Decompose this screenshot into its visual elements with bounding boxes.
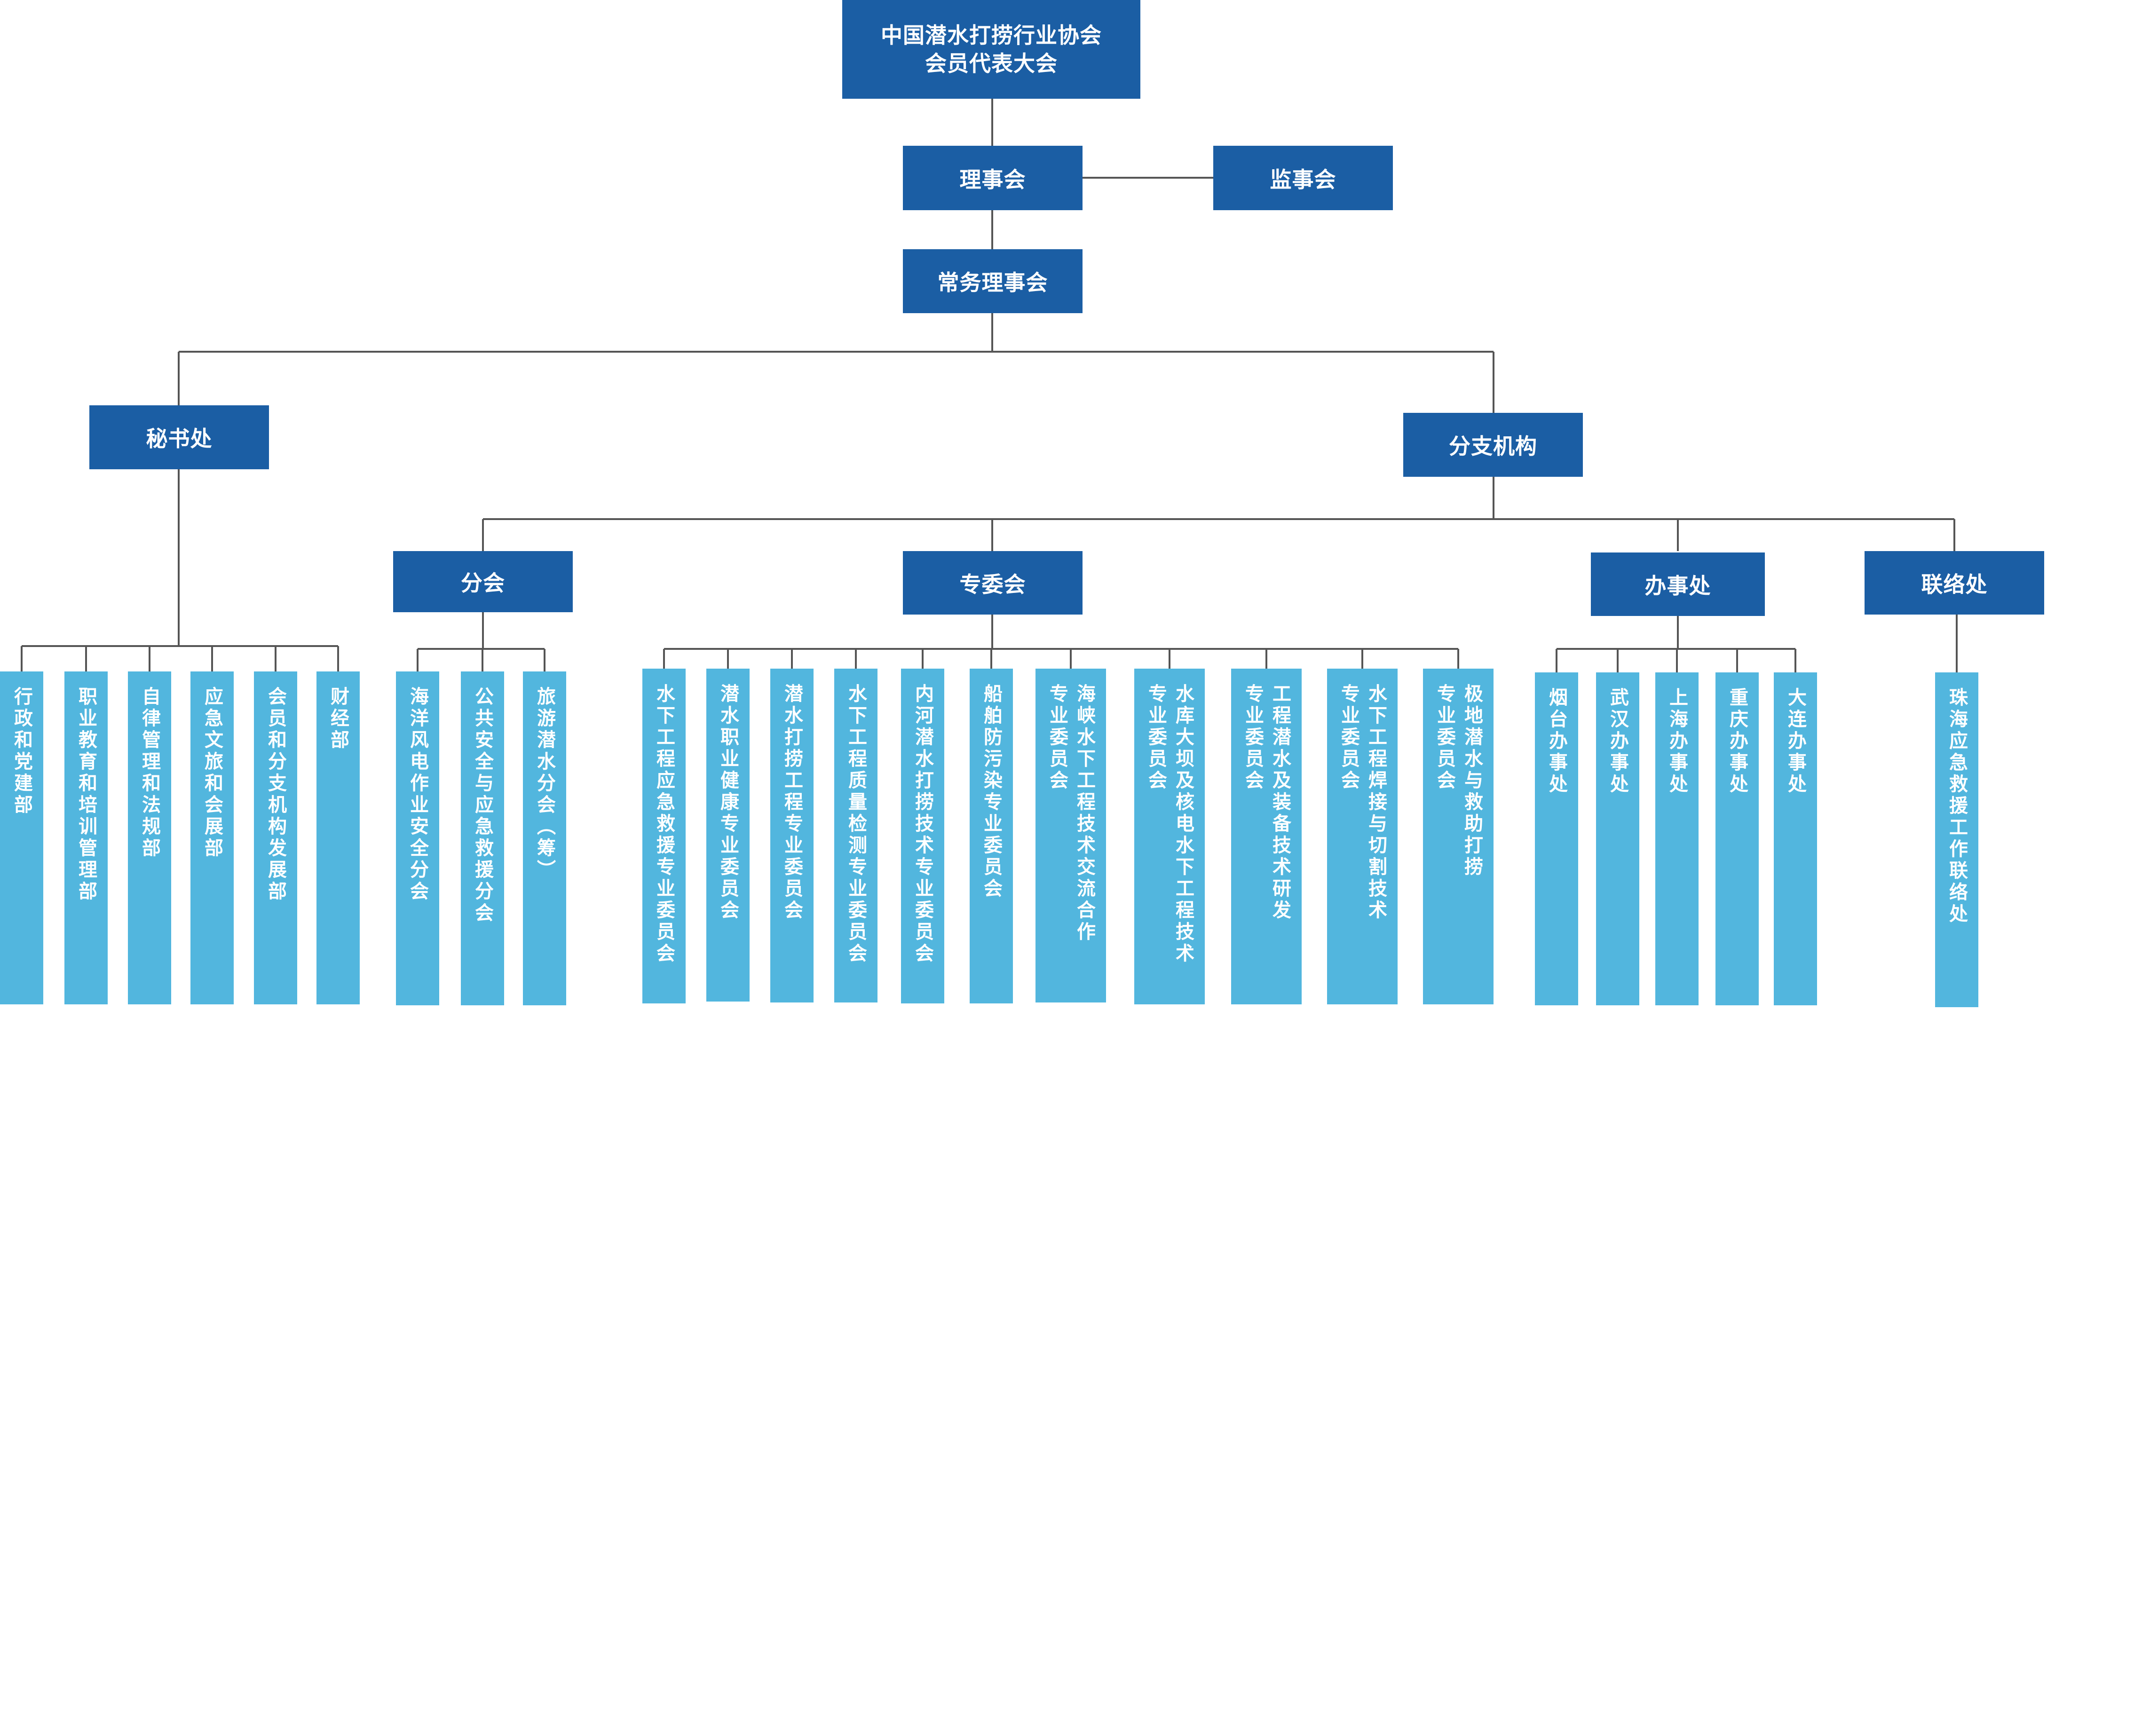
department-box-label: 会员和分支机构发展部 <box>265 687 286 903</box>
committee-box: 内河潜水打捞技术专业委员会 <box>901 669 944 1003</box>
committee-box-label: 水下工程焊接与切割技术 <box>1365 684 1387 922</box>
general-assembly-line2: 会员代表大会 <box>925 51 1058 76</box>
committee-box: 潜水职业健康专业委员会 <box>706 669 750 1002</box>
committee-box: 工程潜水及装备技术研发专业委员会 <box>1231 669 1302 1004</box>
committee-box-label: 工程潜水及装备技术研发 <box>1269 684 1291 922</box>
standing-council-box: 常务理事会 <box>903 249 1083 313</box>
sub-branch-box-label: 旅游潜水分会（筹） <box>534 687 555 881</box>
offices-box: 办事处 <box>1591 552 1765 616</box>
committee-box: 水下工程焊接与切割技术专业委员会 <box>1327 669 1398 1004</box>
committee-box: 潜水打捞工程专业委员会 <box>770 669 814 1002</box>
department-box-label: 行政和党建部 <box>11 687 32 816</box>
council-box: 理事会 <box>903 146 1083 210</box>
department-box-label: 应急文旅和会展部 <box>201 687 223 860</box>
committee-box: 极地潜水与救助打捞专业委员会 <box>1423 669 1494 1004</box>
committee-box-label: 极地潜水与救助打捞 <box>1461 684 1483 878</box>
committee-box-label: 船舶防污染专业委员会 <box>980 684 1002 900</box>
department-box: 财经部 <box>316 671 360 1004</box>
liaison-office-box-label: 珠海应急救援工作联络处 <box>1946 687 1968 925</box>
office-box-label: 烟台办事处 <box>1546 687 1567 796</box>
office-box: 大连办事处 <box>1774 672 1817 1005</box>
sub-branches-box: 分会 <box>393 551 573 612</box>
committee-box: 水下工程质量检测专业委员会 <box>834 669 877 1002</box>
department-box: 会员和分支机构发展部 <box>254 671 297 1004</box>
department-box-label: 职业教育和培训管理部 <box>75 687 97 903</box>
committee-box: 海峡水下工程技术交流合作专业委员会 <box>1035 669 1106 1002</box>
committee-box-label: 水库大坝及核电水下工程技术 <box>1172 684 1194 965</box>
office-box-label: 大连办事处 <box>1785 687 1806 796</box>
department-box: 职业教育和培训管理部 <box>64 671 108 1004</box>
general-assembly-line1: 中国潜水打捞行业协会 <box>881 23 1102 48</box>
sub-branch-box: 旅游潜水分会（筹） <box>523 671 566 1005</box>
committee-box-label: 专业委员会 <box>1242 684 1264 792</box>
committee-box-label: 潜水职业健康专业委员会 <box>717 684 739 922</box>
committee-box-label: 专业委员会 <box>1434 684 1455 792</box>
committee-box: 水下工程应急救援专业委员会 <box>642 669 686 1003</box>
committee-box-label: 专业委员会 <box>1046 684 1068 792</box>
committee-box-label: 专业委员会 <box>1145 684 1167 792</box>
sub-branch-box-label: 海洋风电作业安全分会 <box>407 687 428 903</box>
sub-branch-box: 公共安全与应急救援分会 <box>461 671 504 1005</box>
committee-box-label: 海峡水下工程技术交流合作 <box>1074 684 1095 943</box>
department-box: 自律管理和法规部 <box>128 671 171 1004</box>
committee-box-label: 潜水打捞工程专业委员会 <box>781 684 803 922</box>
branches-box: 分支机构 <box>1403 413 1583 477</box>
committee-box: 水库大坝及核电水下工程技术专业委员会 <box>1134 669 1205 1004</box>
general-assembly-box: 中国潜水打捞行业协会 会员代表大会 <box>842 0 1140 99</box>
liaison-box: 联络处 <box>1865 551 2044 615</box>
office-box-label: 武汉办事处 <box>1607 687 1628 796</box>
department-box: 应急文旅和会展部 <box>190 671 234 1004</box>
supervisors-box: 监事会 <box>1213 146 1393 210</box>
committee-box-label: 内河潜水打捞技术专业委员会 <box>912 684 933 965</box>
committees-box: 专委会 <box>903 551 1083 615</box>
department-box-label: 自律管理和法规部 <box>139 687 160 860</box>
department-box: 行政和党建部 <box>0 671 43 1004</box>
committee-box: 船舶防污染专业委员会 <box>970 669 1013 1003</box>
liaison-office-box: 珠海应急救援工作联络处 <box>1935 672 1978 1007</box>
department-box-label: 财经部 <box>327 687 349 751</box>
office-box-label: 重庆办事处 <box>1726 687 1748 796</box>
office-box: 重庆办事处 <box>1715 672 1759 1005</box>
committee-box-label: 专业委员会 <box>1338 684 1359 792</box>
office-box: 武汉办事处 <box>1596 672 1639 1005</box>
office-box-label: 上海办事处 <box>1666 687 1688 796</box>
office-box: 烟台办事处 <box>1535 672 1578 1005</box>
committee-box-label: 水下工程应急救援专业委员会 <box>653 684 675 965</box>
secretariat-box: 秘书处 <box>89 405 269 469</box>
office-box: 上海办事处 <box>1655 672 1699 1005</box>
sub-branch-box-label: 公共安全与应急救援分会 <box>472 687 493 924</box>
committee-box-label: 水下工程质量检测专业委员会 <box>845 684 867 965</box>
sub-branch-box: 海洋风电作业安全分会 <box>396 671 439 1005</box>
